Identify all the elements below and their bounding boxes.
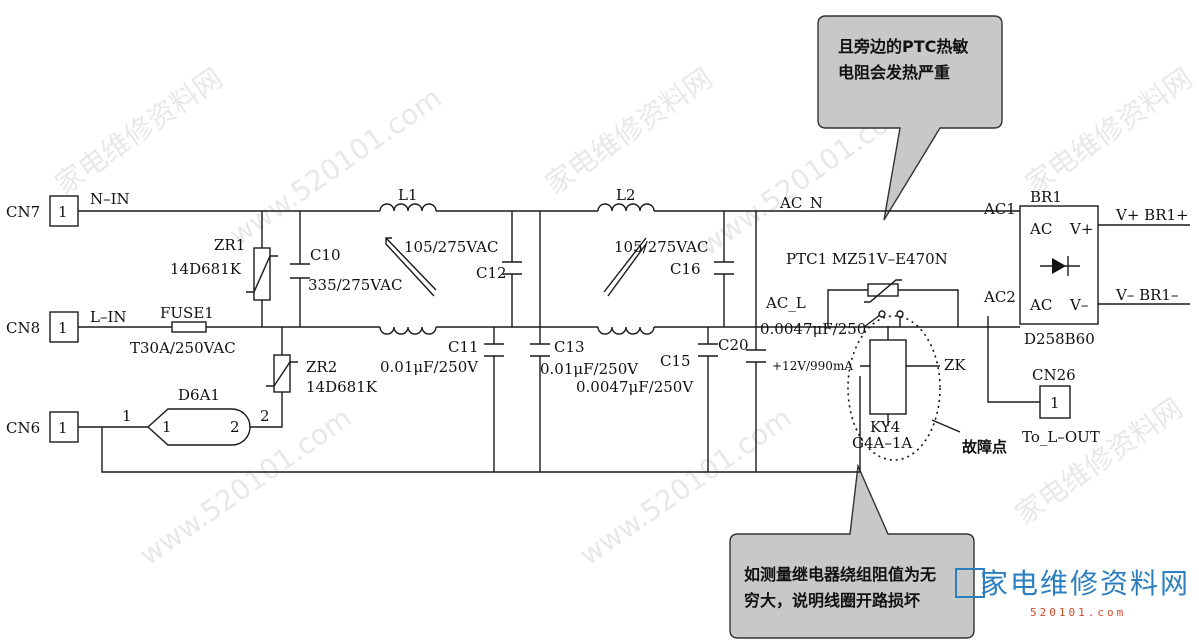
c10-plates <box>290 263 310 279</box>
zr1-slash <box>246 255 278 293</box>
c13-value: 0.01μF/250V <box>540 360 639 378</box>
l2-winding-top <box>597 203 655 212</box>
ptc1-body <box>867 283 899 297</box>
l1-winding-top <box>379 203 437 212</box>
c20-value: 0.0047μF/250 <box>760 320 866 338</box>
c11-plates <box>484 343 504 357</box>
c15-ref: C15 <box>660 352 691 370</box>
net-ac2: AC2 <box>983 288 1016 306</box>
cn8-net: L–IN <box>90 308 127 326</box>
cn6-pin: 1 <box>58 419 68 437</box>
cn6-box <box>49 411 79 443</box>
callout-top-bubble <box>817 15 1003 221</box>
zr2-slash <box>266 361 298 387</box>
c13-ref: C13 <box>554 338 585 356</box>
zr1-value: 14D681K <box>170 260 242 278</box>
callout-top-line1: 且旁边的PTC热敏 <box>838 37 969 56</box>
callout-bottom-line1: 如测量继电器绕组阻值为无 <box>744 565 937 584</box>
cn8-box <box>49 311 79 343</box>
net-ac-n: AC_N <box>779 194 823 212</box>
site-logo-domain: 520101.com <box>1030 606 1127 619</box>
cn8-pin: 1 <box>58 319 68 337</box>
callout-top-line2: 电阻会发热严重 <box>838 63 951 82</box>
c20-ref: C20 <box>718 336 749 354</box>
ky4-zk: ZK <box>944 356 966 374</box>
cn7-net: N–IN <box>90 190 130 208</box>
br1-ref: BR1 <box>1030 188 1062 206</box>
callout-bottom-line2: 穷大，说明线圈开路损坏 <box>744 591 921 610</box>
c10-value: 335/275VAC <box>308 276 402 294</box>
zr2-ref: ZR2 <box>306 358 337 376</box>
fuse1-ref: FUSE1 <box>160 304 214 322</box>
l1-core <box>385 237 437 297</box>
fault-pointer <box>931 419 961 433</box>
callout-bottom-text: 如测量继电器绕组阻值为无 穷大，说明线圈开路损坏 <box>744 562 974 614</box>
c15-plates <box>698 343 718 357</box>
ky4-coil <box>869 339 907 415</box>
ptc1-slash <box>864 279 902 303</box>
relay-contact-1 <box>878 310 886 318</box>
c12-ref: C12 <box>476 264 507 282</box>
br1-diode-bar <box>1040 256 1080 276</box>
br1-ac1: AC <box>1029 220 1052 238</box>
site-logo: 家电维修资料网 <box>980 567 1191 600</box>
zr2-value: 14D681K <box>306 378 378 396</box>
cn7-ref: CN7 <box>6 203 40 221</box>
ptc1-label: PTC1 MZ51V–E470N <box>786 250 948 268</box>
cn26-pin: 1 <box>1050 394 1060 412</box>
fault-marker-ellipse <box>847 315 941 461</box>
net-br1-plus: V+ BR1+ <box>1115 206 1189 224</box>
c13-plates <box>530 343 550 357</box>
cn26-net: To_L–OUT <box>1022 428 1100 446</box>
net-ac1: AC1 <box>983 200 1016 218</box>
c15-value: 0.0047μF/250V <box>576 378 694 396</box>
relay-contact-2 <box>896 310 904 318</box>
d6a1-body <box>146 408 251 446</box>
cn26-ref: CN26 <box>1032 366 1076 384</box>
d6a1-pin2-inner: 2 <box>230 418 240 436</box>
l2-core <box>603 237 647 297</box>
l2-value: 105/275VAC <box>614 238 708 256</box>
cn7-pin: 1 <box>58 203 68 221</box>
l1-ref: L1 <box>398 186 418 204</box>
d6a1-pin2-outer: 2 <box>260 407 270 425</box>
d6a1-ref: D6A1 <box>178 386 220 404</box>
br1-vminus: V– <box>1069 296 1088 314</box>
d6a1-pin1-outer: 1 <box>122 407 132 425</box>
br1-vplus: V+ <box>1069 220 1093 238</box>
l2-winding-bottom <box>597 326 655 335</box>
c16-plates <box>714 261 734 275</box>
cn8-ref: CN8 <box>6 319 40 337</box>
net-ac-l: AC_L <box>765 294 806 312</box>
c16-ref: C16 <box>670 260 701 278</box>
ky4-value: G4A–1A <box>852 434 912 452</box>
l1-value: 105/275VAC <box>404 238 498 256</box>
c11-ref: C11 <box>448 338 479 356</box>
c11-value: 0.01μF/250V <box>380 358 479 376</box>
cn6-ref: CN6 <box>6 419 40 437</box>
c20-plates <box>746 349 766 363</box>
callout-top-text: 且旁边的PTC热敏 电阻会发热严重 <box>838 34 998 86</box>
fuse1-value: T30A/250VAC <box>130 339 236 357</box>
site-logo-box <box>955 568 985 598</box>
wires <box>78 210 1190 473</box>
fuse1-body <box>171 321 207 333</box>
l2-ref: L2 <box>616 186 636 204</box>
c10-ref: C10 <box>310 246 341 264</box>
zr1-ref: ZR1 <box>214 236 245 254</box>
br1-part: D258B60 <box>1024 330 1095 348</box>
ky4-ref: KY4 <box>870 418 900 436</box>
d6a1-pin1-inner: 1 <box>162 418 172 436</box>
fault-label: 故障点 <box>962 438 1007 456</box>
ky4-coil-voltage: +12V/990mA <box>772 359 853 373</box>
cn7-box <box>49 195 79 227</box>
net-br1-minus: V– BR1– <box>1115 286 1178 304</box>
l1-winding-bottom <box>379 326 437 335</box>
callout-bottom-bubble <box>729 463 975 639</box>
br1-ac2: AC <box>1029 296 1052 314</box>
c12-plates <box>502 261 522 275</box>
